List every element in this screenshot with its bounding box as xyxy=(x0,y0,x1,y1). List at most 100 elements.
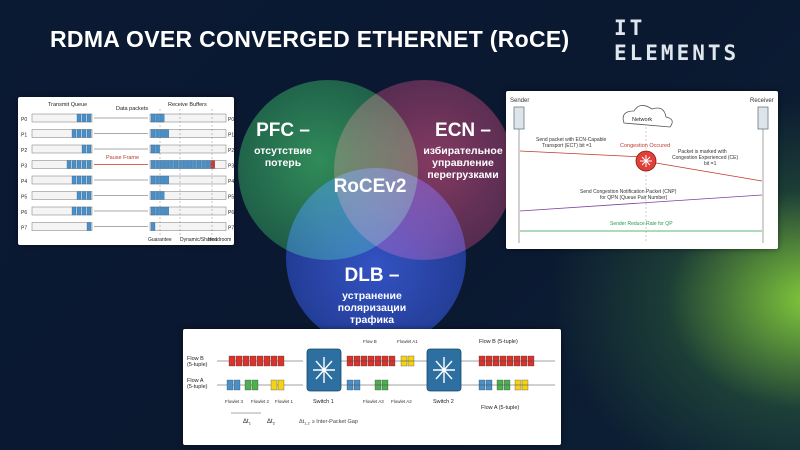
pfc-tx-queue-7 xyxy=(31,222,93,231)
msg1-arrow xyxy=(519,150,645,158)
pfc-rx-buffer-5 xyxy=(149,191,227,200)
dlb-flow-a-packet xyxy=(233,379,241,391)
pfc-rx-packet xyxy=(164,175,169,185)
pfc-tx-packet xyxy=(71,129,77,138)
pfc-tx-packet xyxy=(86,222,92,231)
dt2-label: Δt2 xyxy=(267,419,276,426)
venn-center-label: RoCEv2 xyxy=(333,176,407,197)
switch-1-arrows xyxy=(313,357,335,383)
pfc-rx-packet xyxy=(155,206,160,216)
pfc-rx-packet xyxy=(164,160,169,169)
pfc-rx-packet xyxy=(155,144,160,154)
switch-2-label: Switch 2 xyxy=(433,399,454,405)
pfc-rx-packet xyxy=(160,191,165,200)
pfc-left-port-5: P5 xyxy=(21,195,27,201)
ecn-heading: ECN – xyxy=(435,120,491,141)
pfc-rx-packet xyxy=(160,160,165,169)
venn-circles xyxy=(238,80,514,348)
dlb-flow-b-packet xyxy=(242,355,250,367)
pfc-tx-queue-0 xyxy=(31,113,93,123)
guarantee-label: Guarantee xyxy=(148,237,172,243)
pfc-tx-packet xyxy=(76,175,82,185)
pfc-rx-packet xyxy=(187,160,192,169)
ecn-label-group: ECN – избирательное управление перегрузк… xyxy=(408,120,518,181)
dlb-circle xyxy=(286,168,466,348)
pfc-tx-packet xyxy=(81,144,87,154)
flowlet-a1-label: Flowlet A1 xyxy=(397,339,418,344)
pfc-right-port-4: P4 xyxy=(228,179,234,185)
pfc-rx-packet xyxy=(192,160,197,169)
msg2-line2: Congestion Experienced (CE) xyxy=(672,155,738,161)
flow-a-label-2: (5-tuple) xyxy=(187,384,208,390)
pfc-right-port-6: P6 xyxy=(228,210,234,216)
congestion-switch-arrows xyxy=(640,155,652,167)
pfc-tx-queue-6 xyxy=(31,206,93,216)
pfc-rx-packet xyxy=(150,144,156,154)
pfc-tx-packet xyxy=(66,160,72,169)
dt1-label: Δt1 xyxy=(243,419,252,426)
pfc-rx-packet xyxy=(150,113,156,123)
pfc-rx-packet xyxy=(160,113,165,123)
ecn-sub-3: перегрузками xyxy=(427,169,499,181)
dlb-sub-1: устранение xyxy=(342,290,402,302)
msg1-line2: Transport (ECT) bit =1 xyxy=(542,143,592,149)
pfc-rx-packet xyxy=(164,206,169,216)
dlb-flow-b-packet xyxy=(277,355,285,367)
pfc-rx-packet xyxy=(183,160,188,169)
pfc-tx-packet xyxy=(71,160,77,169)
pfc-rx-packet xyxy=(160,175,165,185)
pfc-rx-packet xyxy=(164,129,169,138)
congestion-label: Congestion Occured xyxy=(620,143,670,149)
flowlet-a2-label: Flowlet A2 xyxy=(391,399,412,404)
pfc-rx-packet xyxy=(150,206,156,216)
flow-b-mid-label: Flow B xyxy=(363,339,377,344)
pfc-rx-packet xyxy=(160,206,165,216)
slide-title: RDMA OVER CONVERGED ETHERNET (RoCE) xyxy=(50,26,570,52)
pfc-rx-packet xyxy=(196,160,202,169)
pfc-tx-queue-5 xyxy=(31,191,93,200)
pfc-right-port-1: P1 xyxy=(228,133,234,139)
pfc-tx-packet xyxy=(76,160,82,169)
pfc-right-port-5: P5 xyxy=(228,195,234,201)
pfc-tx-packet xyxy=(76,191,82,200)
pfc-rx-packet xyxy=(155,129,160,138)
pfc-left-port-0: P0 xyxy=(21,117,27,123)
pfc-tx-packet xyxy=(86,129,92,138)
data-packets-label: Data packets xyxy=(116,106,148,112)
pfc-rx-packet xyxy=(169,160,174,169)
flowlet-3-label: Flowlet 3 xyxy=(225,399,244,404)
switch-1-label: Switch 1 xyxy=(313,399,334,405)
pfc-tx-packet xyxy=(76,129,82,138)
pfc-tx-packet xyxy=(81,206,87,216)
pfc-rx-packet xyxy=(201,160,206,169)
dlb-figure: Flow B (5-tuple) Flow A (5-tuple) Flowle… xyxy=(187,339,555,426)
it-elements-logo: IT ELEMENTS xyxy=(614,16,764,76)
dlb-flow-b-packet xyxy=(235,355,243,367)
pfc-rx-packet xyxy=(150,175,156,185)
pfc-tx-packet xyxy=(86,191,92,200)
msg2-line3: bit =1 xyxy=(704,161,717,167)
dlb-figure-panel: Flow B (5-tuple) Flow A (5-tuple) Flowle… xyxy=(183,329,561,445)
dt1-subscript: 1 xyxy=(249,421,252,426)
pfc-tx-packet xyxy=(76,206,82,216)
pfc-sub-1: отсутствие xyxy=(254,145,312,157)
pfc-tx-packet xyxy=(81,113,87,123)
pfc-label-group: PFC – отсутствие потерь xyxy=(238,120,328,169)
pfc-rx-packet xyxy=(160,129,165,138)
msg2-arrow xyxy=(655,162,763,182)
gap-legend: Δt1,2≥ Inter-Packet Gap xyxy=(299,419,358,426)
dlb-flow-b-packet xyxy=(256,355,264,367)
dlb-flow-b-packet xyxy=(228,355,236,367)
pfc-tx-queue-2 xyxy=(31,144,93,154)
pfc-rx-packet xyxy=(173,160,179,169)
pfc-tx-queue-1 xyxy=(31,129,93,138)
pfc-left-port-3: P3 xyxy=(21,164,27,170)
dt1-symbol: Δt xyxy=(243,419,249,425)
dt2-subscript: 2 xyxy=(273,421,276,426)
ecn-sub-2: управление xyxy=(432,157,494,169)
pfc-tx-packet xyxy=(81,129,87,138)
pfc-tx-packet xyxy=(86,113,92,123)
pfc-tx-packet xyxy=(71,206,77,216)
pfc-right-port-3: P3 xyxy=(228,164,234,170)
